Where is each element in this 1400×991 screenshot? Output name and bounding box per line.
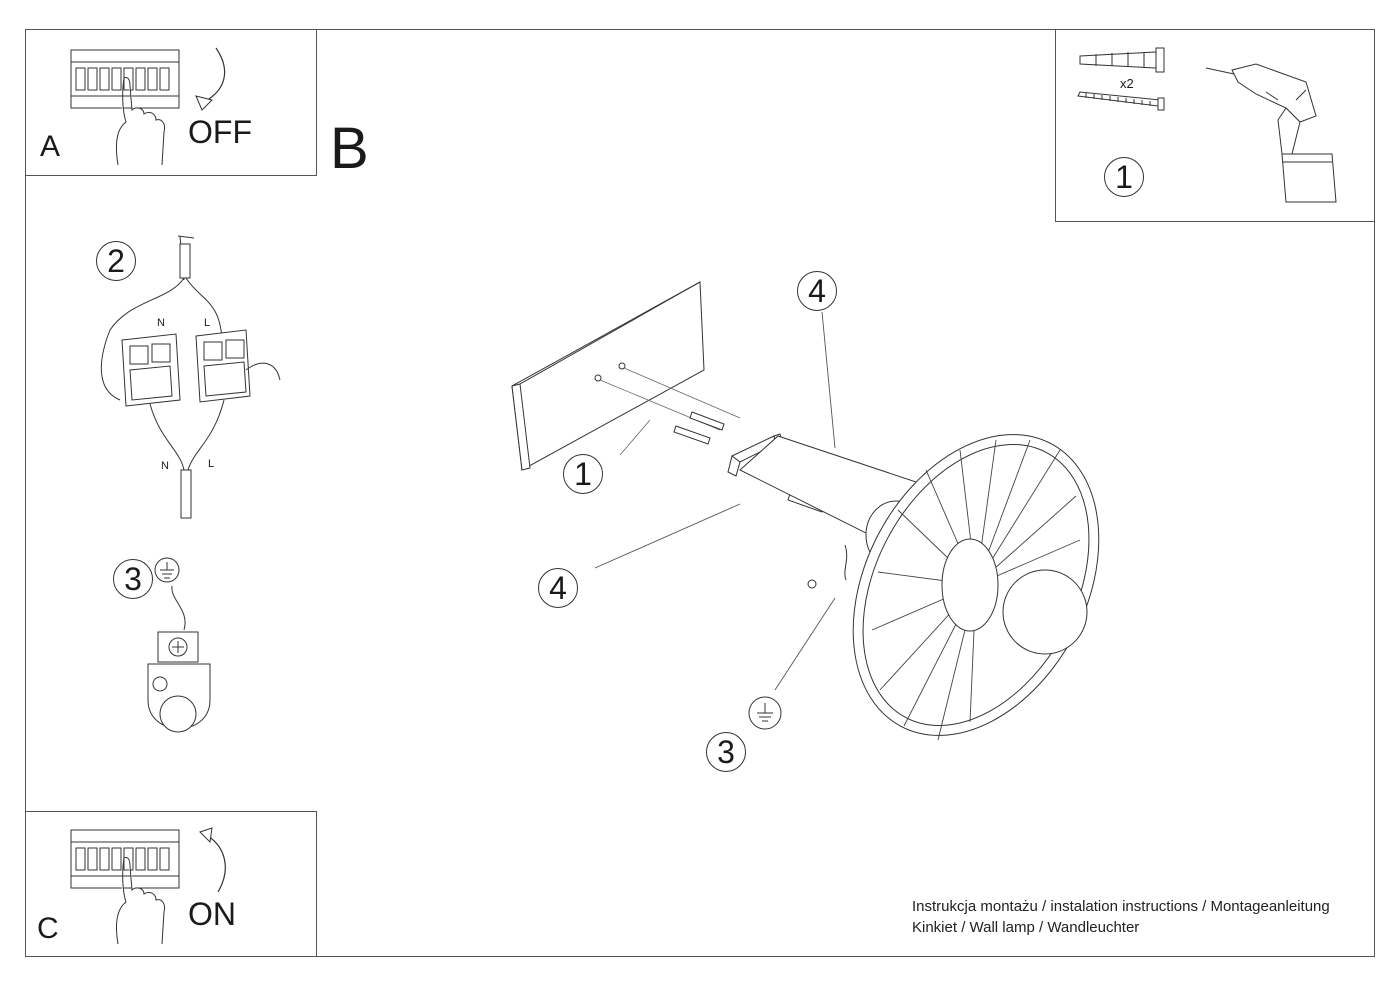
- panel-b-letter: B: [330, 116, 369, 181]
- bulb: [1003, 570, 1087, 654]
- drill-icon: [1206, 64, 1336, 202]
- live-label-top: L: [204, 317, 211, 329]
- product-name: Kinkiet / Wall lamp / Wandleuchter: [912, 919, 1140, 936]
- assembly-callout: 4: [797, 271, 837, 311]
- panel-c-letter: C: [37, 912, 59, 945]
- wall-plate: [512, 282, 704, 470]
- tools-step-number: 1: [1104, 157, 1144, 197]
- earth-terminal-illustration: [0, 0, 320, 760]
- live-label-bottom: L: [208, 458, 215, 470]
- instructions-title: Instrukcja montażu / instalation instruc…: [912, 898, 1330, 915]
- tools-illustration: [1056, 30, 1374, 221]
- earth-callout: 3: [706, 732, 746, 772]
- panel-a-switch-off: A OFF: [25, 29, 317, 176]
- panel-c-switch-on: C ON: [25, 811, 317, 957]
- panel-a-letter: A: [40, 130, 61, 163]
- wiring-illustration: [0, 0, 320, 560]
- neutral-label-top: N: [157, 317, 165, 329]
- ground-symbol-icon: [749, 697, 781, 729]
- bracket-callout: 4: [538, 568, 578, 608]
- earth-step-number: 3: [113, 559, 153, 599]
- neutral-label-bottom: N: [161, 460, 169, 472]
- tools-panel: x2 1: [1055, 29, 1375, 222]
- ground-symbol-icon: [155, 558, 179, 582]
- breaker-box-on-illustration: [26, 812, 316, 956]
- wall-plate-callout: 1: [563, 454, 603, 494]
- power-off-label: OFF: [188, 114, 252, 150]
- wall-plug-icon: [1080, 48, 1164, 72]
- mounting-bracket: [728, 434, 784, 476]
- screw-icon: [1078, 92, 1164, 110]
- power-on-label: ON: [188, 896, 236, 932]
- quantity-label: x2: [1120, 76, 1134, 91]
- wiring-step-number: 2: [96, 241, 136, 281]
- breaker-box-off-illustration: [26, 30, 316, 175]
